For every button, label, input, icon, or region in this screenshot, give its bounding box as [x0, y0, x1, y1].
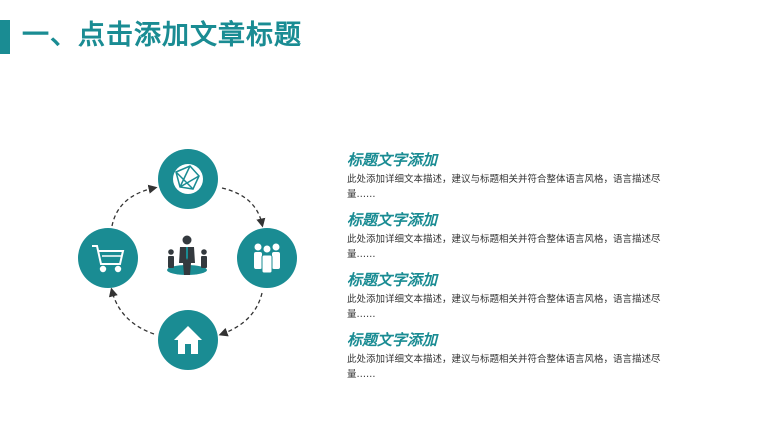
- home-node[interactable]: [158, 310, 218, 370]
- slide-title[interactable]: 一、点击添加文章标题: [22, 20, 302, 51]
- business-people-icon: [167, 235, 207, 275]
- item-title[interactable]: 标题文字添加: [347, 211, 438, 229]
- title-accent-bar: [0, 20, 10, 54]
- list-item: 标题文字添加 此处添加详细文本描述，建议与标题相关并符合整体语言风格，语言描述尽…: [347, 270, 677, 322]
- item-description[interactable]: 此处添加详细文本描述，建议与标题相关并符合整体语言风格，语言描述尽量……: [347, 354, 661, 380]
- arrow-top-to-right: [221, 187, 266, 228]
- team-node[interactable]: [237, 228, 297, 288]
- arrow-bottom-to-left: [108, 287, 155, 335]
- item-description[interactable]: 此处添加详细文本描述，建议与标题相关并符合整体语言风格，语言描述尽量……: [347, 294, 661, 320]
- item-title[interactable]: 标题文字添加: [347, 151, 438, 169]
- globe-node[interactable]: [158, 149, 218, 209]
- list-item: 标题文字添加 此处添加详细文本描述，建议与标题相关并符合整体语言风格，语言描述尽…: [347, 330, 677, 382]
- list-item: 标题文字添加 此处添加详细文本描述，建议与标题相关并符合整体语言风格，语言描述尽…: [347, 150, 677, 202]
- list-item: 标题文字添加 此处添加详细文本描述，建议与标题相关并符合整体语言风格，语言描述尽…: [347, 210, 677, 262]
- item-description[interactable]: 此处添加详细文本描述，建议与标题相关并符合整体语言风格，语言描述尽量……: [347, 174, 661, 200]
- item-title[interactable]: 标题文字添加: [347, 271, 438, 289]
- cart-node[interactable]: [78, 228, 138, 288]
- item-title[interactable]: 标题文字添加: [347, 331, 438, 349]
- arrow-left-to-top: [111, 184, 158, 227]
- arrow-right-to-bottom: [218, 292, 263, 337]
- item-description[interactable]: 此处添加详细文本描述，建议与标题相关并符合整体语言风格，语言描述尽量……: [347, 234, 661, 260]
